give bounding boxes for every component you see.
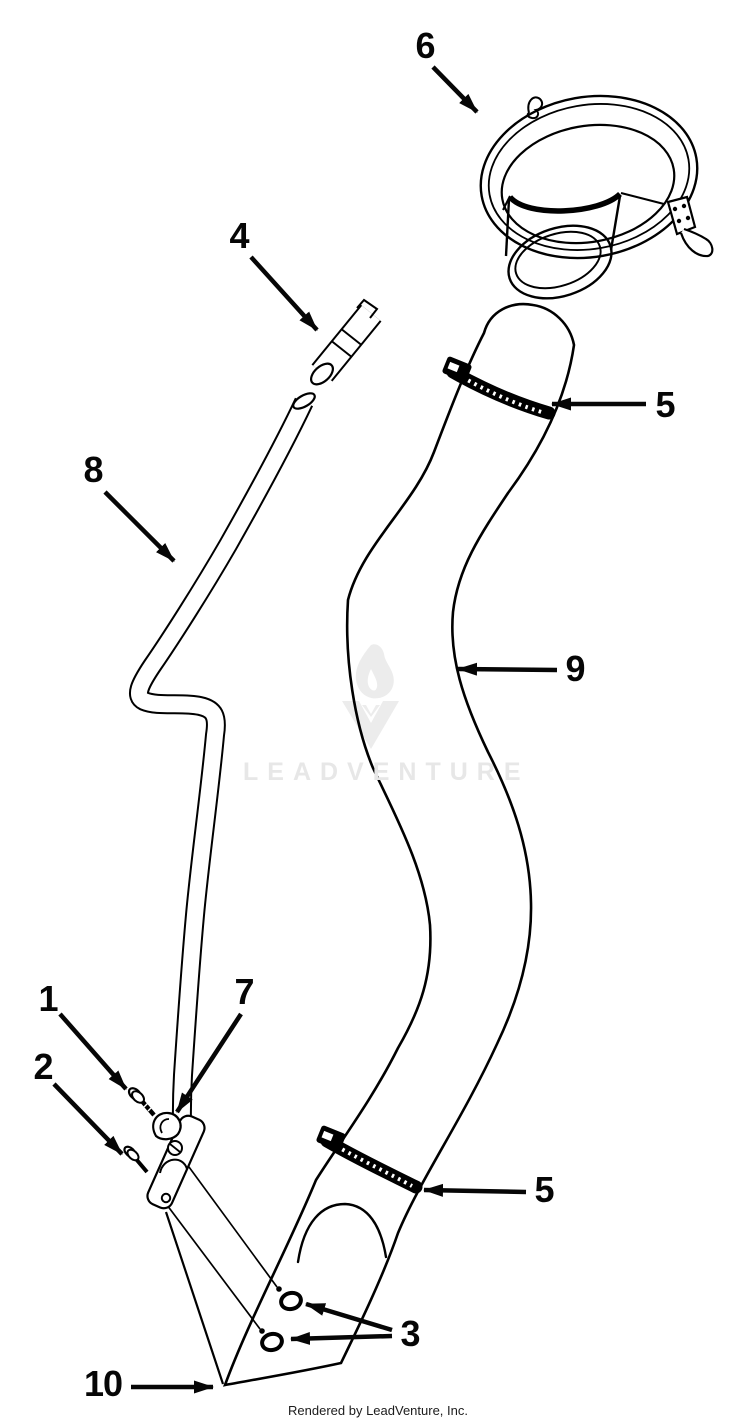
mount-leader-lines — [164, 1151, 282, 1385]
bracket-hole — [160, 1192, 172, 1204]
ring-latch-hook — [679, 227, 714, 258]
leadventure-flame-logo — [342, 644, 399, 749]
callout-6-arrow — [431, 65, 479, 114]
callout-3[interactable]: 3 — [400, 1313, 420, 1354]
upper-discharge-tube — [222, 302, 576, 1387]
callout-9-arrow — [457, 662, 558, 676]
screw-1 — [127, 1087, 156, 1117]
callout-1-arrow — [58, 1012, 128, 1091]
retainer-clip — [152, 1111, 182, 1141]
callout-3-arrow-b — [290, 1331, 393, 1345]
discharge-ring-adapter — [479, 94, 714, 300]
callout-10[interactable]: 10 — [83, 1363, 123, 1404]
hose-clamp-lower — [316, 1125, 423, 1194]
chute-seam-arc — [296, 1202, 388, 1264]
callout-3-arrow-a — [305, 1301, 393, 1333]
grommets — [260, 1290, 303, 1353]
callout-5-upper[interactable]: 5 — [655, 384, 675, 425]
callout-5-lower[interactable]: 5 — [534, 1169, 554, 1210]
callout-7-arrow — [175, 1012, 243, 1114]
ring-side-tab — [666, 195, 697, 236]
grip-segment — [310, 298, 382, 386]
screw-2 — [123, 1145, 149, 1174]
callout-1[interactable]: 1 — [38, 978, 58, 1019]
callout-2[interactable]: 2 — [33, 1046, 53, 1087]
callout-4-arrow — [249, 255, 319, 332]
callout-2-arrow — [52, 1082, 124, 1156]
leadventure-watermark-text: LEADVENTURE — [243, 758, 530, 786]
callout-5b-arrow — [423, 1183, 527, 1197]
mount-bracket — [146, 1114, 206, 1210]
hose-clamp-upper — [442, 356, 556, 420]
grip-end-cap — [310, 362, 334, 386]
callout-8-arrow — [103, 490, 176, 563]
handle-tube-rim — [292, 392, 316, 410]
handle-tube — [129, 392, 316, 1153]
callout-9[interactable]: 9 — [565, 648, 585, 689]
callout-arrows — [52, 65, 646, 1394]
callout-7[interactable]: 7 — [234, 971, 254, 1012]
ring-outlet-band — [507, 191, 622, 214]
ring-top-clip — [526, 96, 544, 120]
callout-6[interactable]: 6 — [415, 25, 435, 66]
render-credit: Rendered by LeadVenture, Inc. — [288, 1403, 468, 1418]
callout-4[interactable]: 4 — [229, 215, 249, 256]
callout-8[interactable]: 8 — [83, 449, 103, 490]
